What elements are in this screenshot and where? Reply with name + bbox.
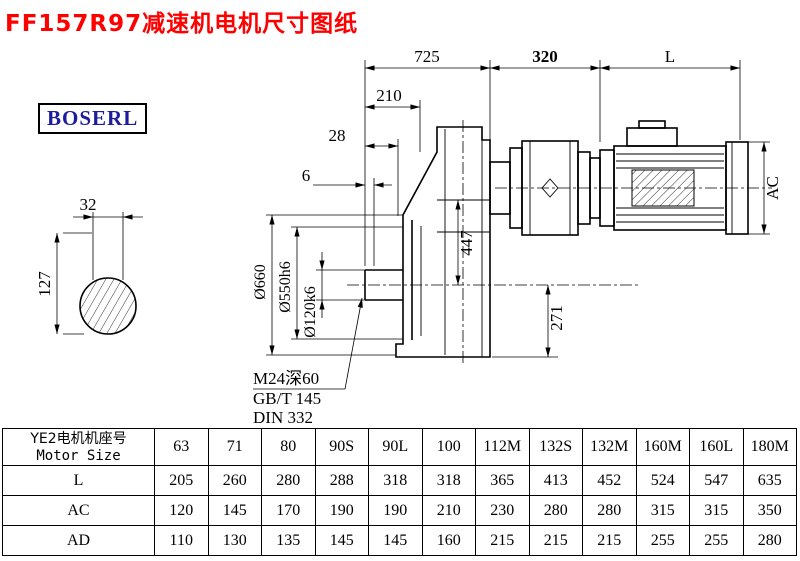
cell: 230	[475, 495, 530, 526]
shaft-end-circle	[79, 277, 137, 335]
table-row-L: L 205 260 280 288 318 318 365 413 452 52…	[2, 465, 797, 496]
note-din: DIN 332	[253, 408, 313, 427]
dim-32: 32	[80, 195, 97, 214]
cell: 413	[528, 465, 583, 496]
dim-210: 210	[376, 86, 402, 105]
shaft-end-view: 32 127	[35, 195, 143, 335]
col-header: 160M	[635, 428, 690, 466]
col-header: 132S	[528, 428, 583, 466]
cell: 452	[582, 465, 637, 496]
cell: 135	[261, 525, 316, 556]
cell: 350	[742, 495, 797, 526]
cell: 318	[421, 465, 476, 496]
col-header: 132M	[582, 428, 637, 466]
col-header: 63	[154, 428, 209, 466]
cell: 524	[635, 465, 690, 496]
col-header: 71	[207, 428, 262, 466]
row-label: AD	[2, 525, 155, 556]
col-header: 90L	[368, 428, 423, 466]
brand-logo: BOSERL	[38, 103, 148, 134]
motor-size-header-en: Motor Size	[36, 447, 121, 464]
note-m24: M24深60	[253, 369, 319, 388]
cell: 210	[421, 495, 476, 526]
col-header: 100	[421, 428, 476, 466]
motor-size-table: YE2电机机座号 Motor Size 63 71 80 90S 90L 100…	[2, 428, 797, 556]
page-title: FF157R97减速机电机尺寸图纸	[5, 11, 359, 37]
motor: AC	[495, 120, 782, 235]
col-header: 180M	[742, 428, 797, 466]
cell: 145	[314, 525, 369, 556]
dim-L: L	[665, 47, 675, 66]
cell: 120	[154, 495, 209, 526]
motor-size-header-cn: YE2电机机座号	[30, 430, 127, 447]
note-gbt: GB/T 145	[253, 389, 321, 408]
cell: 635	[742, 465, 797, 496]
cell: 280	[582, 495, 637, 526]
cell: 170	[261, 495, 316, 526]
dim-28: 28	[329, 126, 346, 145]
dim-shaft-dia: Ø120k6	[302, 286, 319, 338]
cell: 205	[154, 465, 209, 496]
dim-320: 320	[532, 47, 558, 66]
cell: 190	[314, 495, 369, 526]
cell: 365	[475, 465, 530, 496]
cell: 110	[154, 525, 209, 556]
dim-447: 447	[457, 230, 476, 256]
dim-6: 6	[302, 166, 311, 185]
cell: 318	[368, 465, 423, 496]
cell: 130	[207, 525, 262, 556]
cell: 288	[314, 465, 369, 496]
col-header: 80	[261, 428, 316, 466]
col-header: 160L	[689, 428, 744, 466]
cell: 215	[582, 525, 637, 556]
dim-127: 127	[35, 271, 54, 297]
cell: 315	[635, 495, 690, 526]
row-label: L	[2, 465, 155, 496]
cell: 255	[635, 525, 690, 556]
col-header: 112M	[475, 428, 530, 466]
plug-detail	[541, 178, 559, 198]
dim-flange-od: Ø660	[252, 264, 269, 300]
cell: 280	[261, 465, 316, 496]
table-row-AC: AC 120 145 170 190 190 210 230 280 280 3…	[2, 495, 797, 526]
motor-size-header: YE2电机机座号 Motor Size	[2, 428, 155, 466]
top-dimensions: 725 320 L 210 28 6	[302, 47, 741, 266]
col-header: 90S	[314, 428, 369, 466]
gearbox-housing	[395, 126, 491, 358]
cell: 547	[689, 465, 744, 496]
cell: 215	[475, 525, 530, 556]
cell: 255	[689, 525, 744, 556]
cell: 315	[689, 495, 744, 526]
cell: 280	[528, 495, 583, 526]
cell: 280	[742, 525, 797, 556]
cell: 190	[368, 495, 423, 526]
table-row-AD: AD 110 130 135 145 145 160 215 215 215 2…	[2, 525, 797, 556]
cell: 145	[207, 495, 262, 526]
main-view: 447 271 Ø660 Ø550h6 Ø120k6 M24深60 GB/T 1…	[252, 120, 640, 427]
cell: 215	[528, 525, 583, 556]
tapped-hole-note: M24深60 GB/T 145 DIN 332	[253, 297, 363, 427]
cell: 160	[421, 525, 476, 556]
dim-AC: AC	[763, 176, 782, 200]
table-header-row: YE2电机机座号 Motor Size 63 71 80 90S 90L 100…	[2, 428, 797, 466]
terminal-box	[626, 127, 678, 147]
dimension-drawing: 725 320 L 210 28 6 32 127	[35, 47, 782, 427]
dim-spigot: Ø550h6	[277, 261, 294, 313]
cell: 145	[368, 525, 423, 556]
cell: 260	[207, 465, 262, 496]
dim-271: 271	[547, 305, 566, 331]
dim-725: 725	[414, 47, 440, 66]
row-label: AC	[2, 495, 155, 526]
